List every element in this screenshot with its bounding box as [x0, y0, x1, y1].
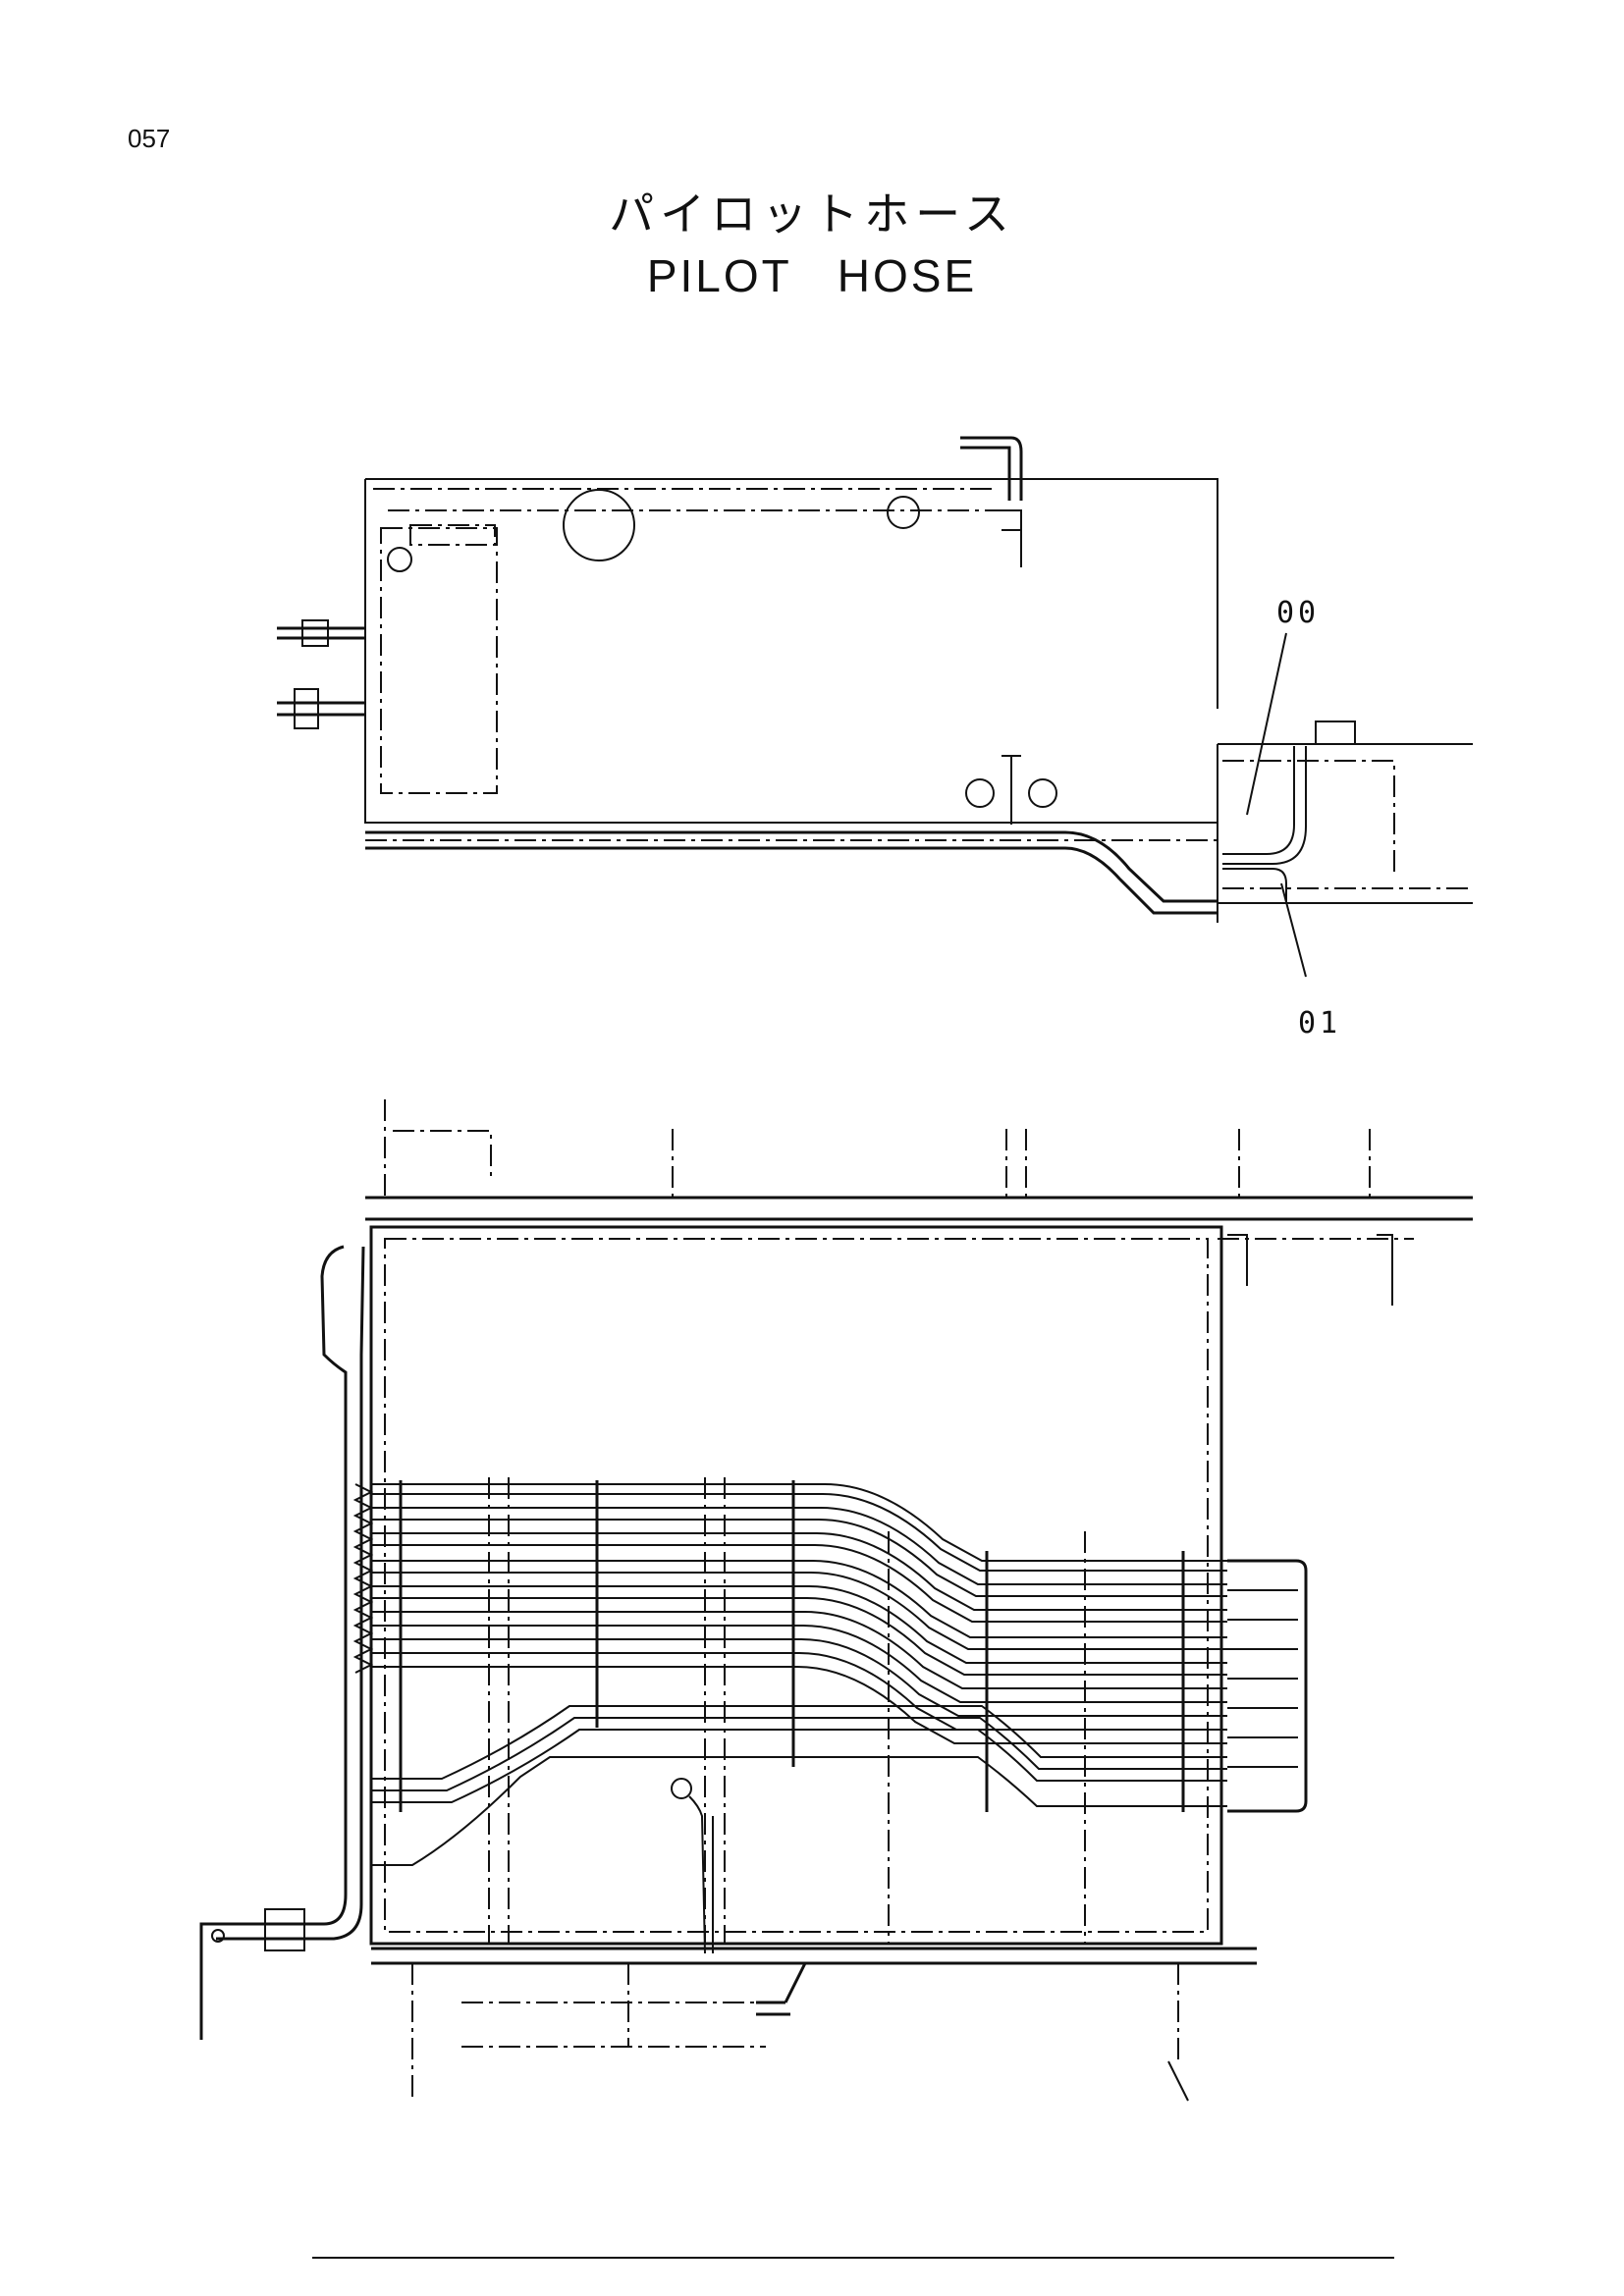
gauge-stem — [1001, 755, 1021, 825]
top-frame-centerline — [373, 488, 1001, 511]
vent-pipe — [960, 436, 1023, 501]
title-english-word-2: HOSE — [837, 250, 978, 301]
hose-bundle-upper — [371, 1483, 1227, 1744]
page-number: 057 — [128, 124, 171, 153]
filler-cap — [887, 496, 920, 529]
left-pipe-port — [211, 1929, 225, 1943]
bottom-fitting — [756, 1962, 807, 2016]
right-compartment-dash — [1222, 760, 1473, 889]
top-frame-outline — [364, 478, 1218, 824]
right-end-fittings — [1227, 1559, 1308, 1813]
top-rail — [365, 1196, 1473, 1221]
clamp-stack — [352, 1483, 374, 1674]
bottom-rail-dash — [411, 1963, 1179, 2101]
left-fitting-upper-nut — [301, 619, 329, 647]
bundle-dash-overlay — [488, 1477, 1086, 1944]
title-japanese: パイロットホース — [609, 187, 1015, 240]
tank-lid — [563, 489, 635, 561]
top-inner-panel — [380, 527, 498, 794]
bundle-clamp-bars — [399, 1480, 1185, 1812]
left-clamp — [387, 547, 412, 572]
center-ring — [671, 1778, 692, 1799]
center-hose — [688, 1795, 714, 1954]
left-vertical-pipe — [199, 1245, 365, 2040]
callout-leader-00 — [1246, 632, 1287, 816]
bottom-rail — [371, 1947, 1257, 1965]
pilot-hose-00 — [1222, 746, 1307, 865]
left-fitting-lower-nut — [294, 688, 319, 729]
left-pipe-fitting — [264, 1908, 305, 1951]
callout-00: 00 — [1276, 596, 1320, 630]
left-fitting-lower — [277, 701, 365, 717]
gauge-right — [1028, 778, 1057, 808]
top-rail-dash — [393, 1130, 1414, 1240]
bottom-right-leg — [1167, 2060, 1189, 2102]
left-fitting-upper — [277, 626, 365, 640]
title-english-word-1: PILOT — [646, 250, 792, 301]
right-bracket — [1227, 1234, 1393, 1306]
right-compartment — [1217, 743, 1473, 923]
callout-01: 01 — [1298, 1006, 1341, 1041]
hose-bundle-lower — [371, 1705, 1227, 1866]
callout-leader-01 — [1280, 882, 1307, 978]
vertical-posts — [384, 1099, 1371, 1198]
title-block: パイロットホース PILOT HOSE — [0, 179, 1624, 302]
title-english: PILOT HOSE — [0, 249, 1624, 302]
top-view: 00 01 — [277, 436, 1473, 1041]
right-end-fitting-lines — [1227, 1589, 1298, 1768]
pilot-hose-01 — [1222, 868, 1287, 903]
vent-bracket — [992, 509, 1022, 567]
bottom-view — [199, 1099, 1473, 2102]
gauge-left — [965, 778, 995, 808]
pipe-bend — [1064, 830, 1218, 915]
top-plate — [409, 524, 496, 546]
right-tab — [1315, 721, 1356, 744]
lower-rail — [365, 830, 1065, 850]
